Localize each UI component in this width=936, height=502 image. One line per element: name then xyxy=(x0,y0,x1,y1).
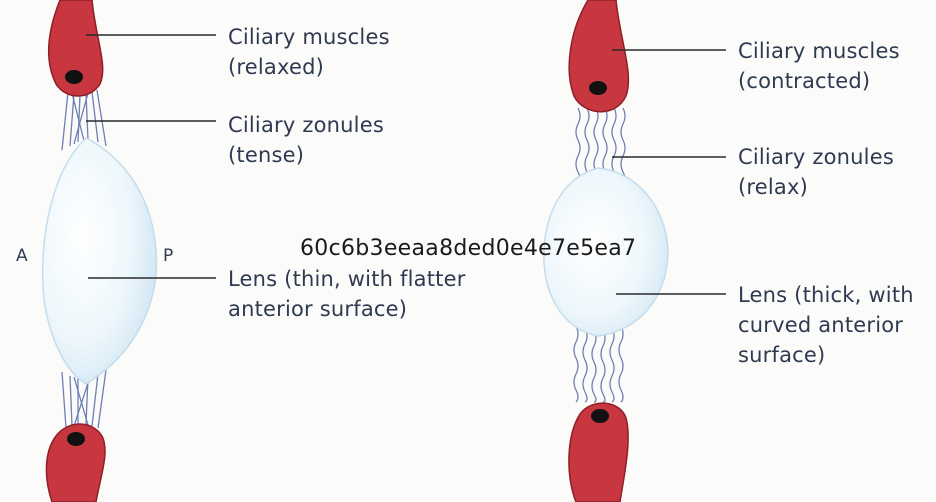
left-zonule-label: Ciliary zonules (tense) xyxy=(228,110,384,170)
left-lens xyxy=(43,138,157,384)
right-ciliary-muscle-bottom xyxy=(569,403,628,502)
right-zonule-label-line-2: (relax) xyxy=(738,172,894,202)
left-ciliary-muscle-bottom xyxy=(46,424,105,502)
right-lens-label-line-1: Lens (thick, with xyxy=(738,280,914,310)
right-lens-label: Lens (thick, with curved anterior surfac… xyxy=(738,280,914,370)
right-muscle-label-line-1: Ciliary muscles xyxy=(738,36,900,66)
left-lens-label: Lens (thin, with flatter anterior surfac… xyxy=(228,264,466,324)
left-ciliary-muscle-top xyxy=(49,0,103,96)
left-muscle-label: Ciliary muscles (relaxed) xyxy=(228,22,390,82)
right-lens-label-line-2: curved anterior xyxy=(738,310,914,340)
left-lens-label-line-1: Lens (thin, with flatter xyxy=(228,264,466,294)
left-muscle-label-line-1: Ciliary muscles xyxy=(228,22,390,52)
posterior-marker: P xyxy=(163,246,173,266)
right-lens-label-line-3: surface) xyxy=(738,340,914,370)
left-top-nucleus xyxy=(65,70,83,84)
right-zonules-bottom xyxy=(574,326,623,402)
watermark-id: 60c6b3eeaa8ded0e4e7e5ea7 xyxy=(300,236,636,261)
left-muscle-label-line-2: (relaxed) xyxy=(228,52,390,82)
right-muscle-label-line-2: (contracted) xyxy=(738,66,900,96)
right-ciliary-muscle-top xyxy=(569,0,628,112)
right-bottom-nucleus xyxy=(591,409,609,423)
right-zonule-label-line-1: Ciliary zonules xyxy=(738,142,894,172)
right-top-nucleus xyxy=(589,81,607,95)
right-muscle-label: Ciliary muscles (contracted) xyxy=(738,36,900,96)
left-zonule-label-line-1: Ciliary zonules xyxy=(228,110,384,140)
left-panel xyxy=(43,0,216,502)
left-zonule-label-line-2: (tense) xyxy=(228,140,384,170)
left-bottom-nucleus xyxy=(67,432,85,446)
right-zonule-label: Ciliary zonules (relax) xyxy=(738,142,894,202)
left-lens-label-line-2: anterior surface) xyxy=(228,294,466,324)
anterior-marker: A xyxy=(16,246,28,266)
